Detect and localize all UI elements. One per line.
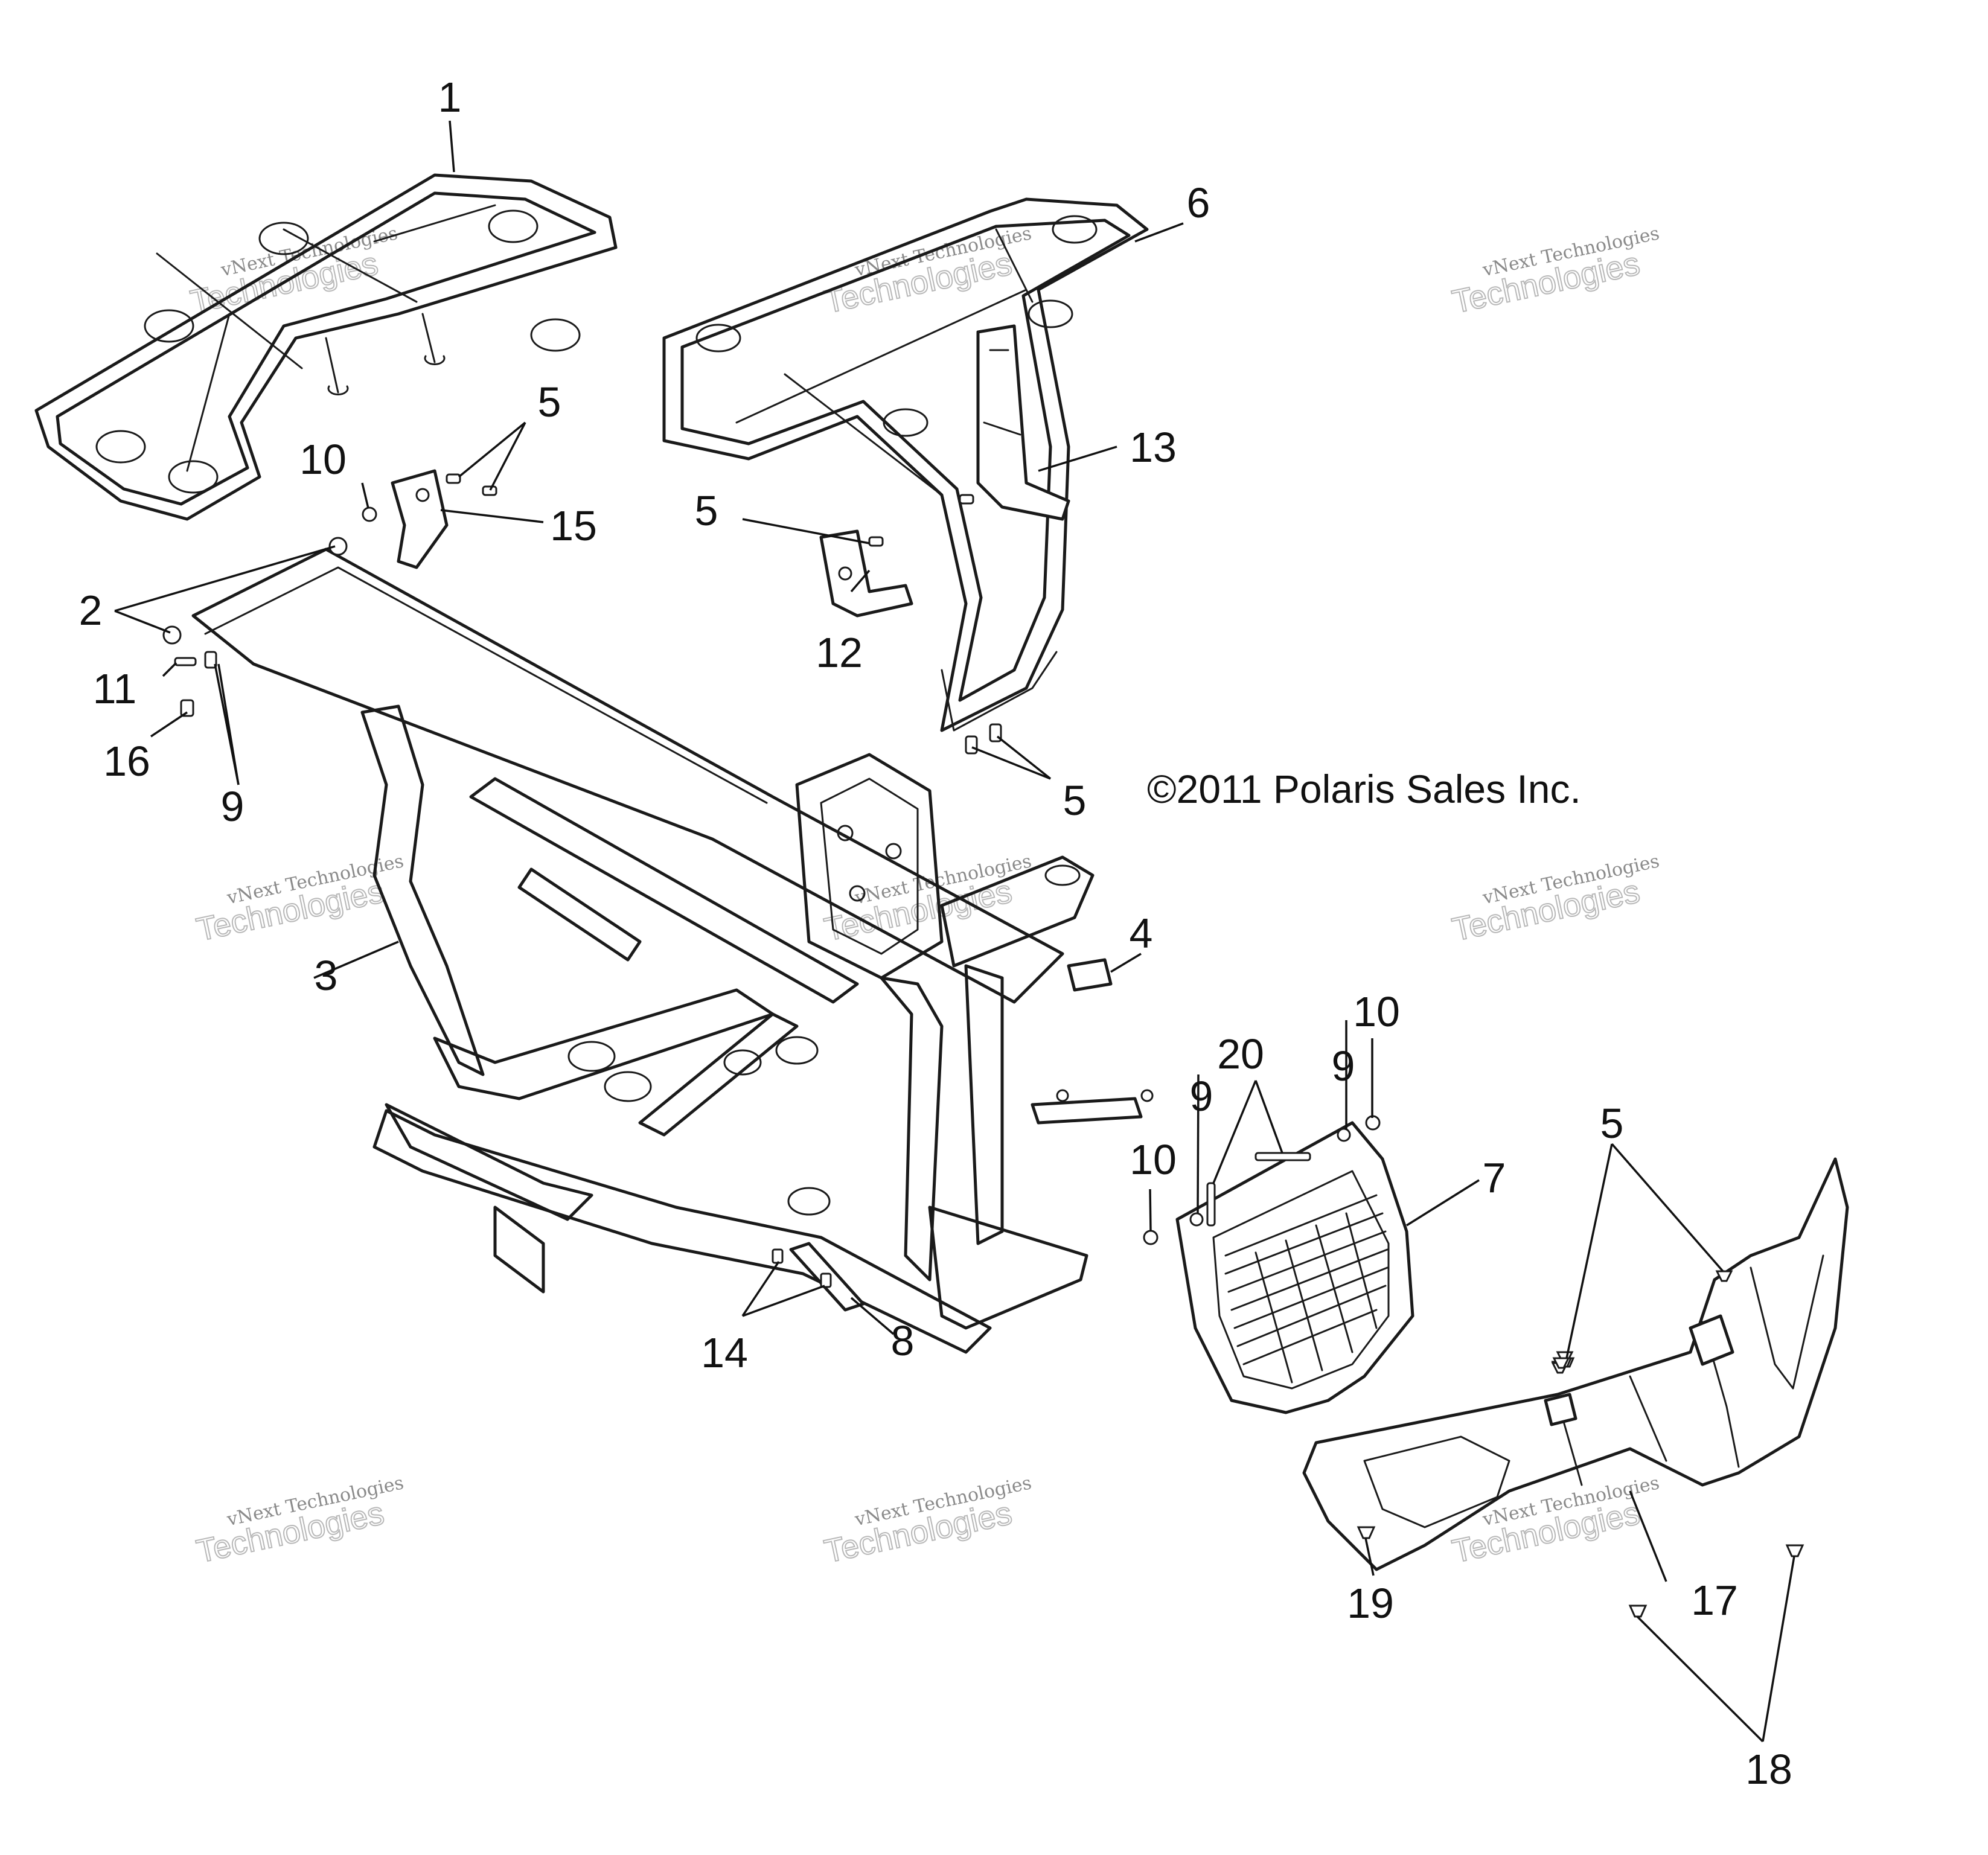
- callout-10-grille-right: 10: [1353, 988, 1400, 1035]
- callout-9-rear: 9: [221, 783, 245, 830]
- callout-9-grille-right: 9: [1332, 1042, 1355, 1090]
- callout-3: 3: [315, 952, 338, 999]
- callout-5-rear: 5: [538, 378, 561, 426]
- main-frame: [191, 548, 1095, 1354]
- callout-10-grille-left: 10: [1130, 1136, 1177, 1183]
- link-rod: [1031, 1097, 1143, 1125]
- callout-1: 1: [438, 74, 462, 121]
- callout-19: 19: [1347, 1580, 1394, 1627]
- block-4: [1067, 958, 1113, 992]
- callout-14: 14: [701, 1329, 748, 1376]
- callout-13: 13: [1130, 424, 1177, 471]
- callout-7: 7: [1483, 1154, 1506, 1201]
- callout-2: 2: [79, 587, 103, 634]
- callout-20: 20: [1217, 1030, 1264, 1078]
- bracket-13: [976, 324, 1070, 521]
- callout-11: 11: [93, 665, 137, 712]
- callout-16: 16: [103, 738, 150, 785]
- callout-9-grille-left: 9: [1190, 1073, 1213, 1120]
- copyright-notice: ©2011 Polaris Sales Inc.: [1147, 767, 1581, 811]
- front-rack: [662, 197, 1149, 732]
- hardware-group: [162, 473, 1804, 1618]
- callout-6: 6: [1187, 179, 1210, 226]
- callout-15: 15: [550, 502, 597, 549]
- callout-5-bracket: 5: [695, 487, 718, 534]
- callout-18: 18: [1745, 1746, 1792, 1793]
- callout-12: 12: [816, 629, 863, 676]
- grille-7: [1175, 1121, 1414, 1414]
- callout-17: 17: [1691, 1577, 1738, 1624]
- callout-labels: 1 2 3 4 5 5 5 5 6 7 8 9 9 9 10 10 10 11 …: [79, 74, 1792, 1793]
- callout-5-bumper: 5: [1600, 1100, 1624, 1147]
- callout-5-front-rack: 5: [1063, 777, 1087, 824]
- bumper-17: [1302, 1157, 1849, 1571]
- watermark-group: vNext Technologies Technologies vNext Te…: [187, 223, 1661, 1570]
- callout-10-rear: 10: [299, 436, 347, 483]
- rear-rack: [34, 173, 618, 521]
- bracket-15: [391, 469, 449, 569]
- callout-8: 8: [891, 1317, 915, 1364]
- callout-4: 4: [1130, 910, 1153, 957]
- leader-lines: [114, 120, 1795, 1743]
